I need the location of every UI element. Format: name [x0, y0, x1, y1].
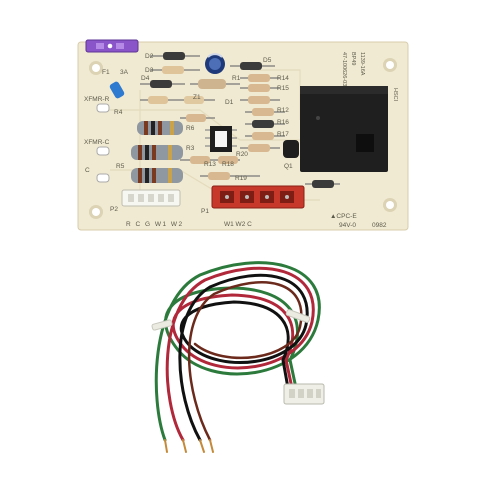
component-label: R19 — [235, 175, 247, 182]
wire-green — [154, 261, 321, 442]
p1-pins: W1 W2 C — [224, 221, 252, 228]
component-label: Z1 — [193, 94, 201, 101]
p1-connector — [211, 185, 305, 209]
terminal-c — [96, 173, 110, 183]
component-label: D5 — [263, 57, 272, 64]
component-label: R13 — [204, 161, 216, 168]
xfmr-c-label: XFMR-C — [84, 139, 110, 146]
wire-black — [178, 273, 309, 442]
wire-harness — [154, 261, 321, 453]
blue-diode — [109, 81, 125, 99]
ic-chip — [205, 126, 237, 152]
xfmr-r-label: XFMR-R — [84, 96, 110, 103]
component-label: R18 — [222, 161, 234, 168]
terminal-xfmr-c — [96, 146, 110, 156]
p2-connector — [121, 189, 181, 207]
part-number-1: 1139-16A — [359, 52, 365, 76]
component-label: R16 — [277, 119, 289, 126]
p1-label: P1 — [201, 208, 209, 215]
cable-tie — [285, 309, 311, 323]
small-resistors — [140, 52, 340, 188]
harness-connector — [283, 383, 325, 405]
relay-label: HSCI — [392, 88, 398, 102]
component-label: R6 — [186, 125, 195, 132]
component-label: R3 — [186, 145, 195, 152]
c-terminal-label: C — [85, 167, 90, 174]
flammability-rating: 94V-0 — [339, 222, 356, 229]
circuit-board: F1 3A — [77, 39, 409, 231]
fuse-label: F1 — [102, 69, 110, 76]
mounting-hole — [383, 198, 397, 212]
date-code: 0982 — [372, 222, 387, 229]
mounting-hole — [89, 61, 103, 75]
fuse — [85, 39, 139, 53]
cable-tie — [151, 319, 173, 331]
terminal-xfmr-r — [96, 103, 110, 113]
component-label: R1 — [232, 75, 241, 82]
fuse-rating: 3A — [120, 69, 129, 76]
cert-mark: ▲CPC-E — [330, 213, 357, 220]
component-label: R5 — [116, 163, 125, 170]
component-label: D3 — [145, 67, 154, 74]
mounting-hole — [89, 205, 103, 219]
transistor — [283, 140, 299, 158]
part-number-3: 47-100626-03 — [341, 52, 347, 86]
power-resistor — [137, 121, 183, 135]
wire-brown — [187, 281, 303, 442]
component-labels: D2 D3 Z1 D4 D1 R4 R5 R6 R1 R3 D5 R13 R14… — [114, 53, 293, 182]
part-number-2: BP49 — [350, 52, 356, 65]
component-label: R12 — [277, 107, 289, 114]
p2-pins: R C G W1 W2 — [126, 221, 184, 228]
mounting-hole — [383, 58, 397, 72]
power-resistor — [131, 145, 183, 160]
component-label: R4 — [114, 109, 123, 116]
component-label: D4 — [141, 75, 150, 82]
component-label: D2 — [145, 53, 154, 60]
capacitor — [205, 53, 225, 74]
p2-label: P2 — [110, 206, 118, 213]
wire-red — [165, 266, 315, 442]
component-label: R17 — [277, 131, 289, 138]
component-label: Q1 — [284, 163, 293, 170]
component-label: R14 — [277, 75, 289, 82]
relay — [300, 86, 388, 172]
power-resistor — [131, 168, 183, 183]
component-label: R15 — [277, 85, 289, 92]
component-label: R20 — [236, 151, 248, 158]
component-label: D1 — [225, 99, 234, 106]
